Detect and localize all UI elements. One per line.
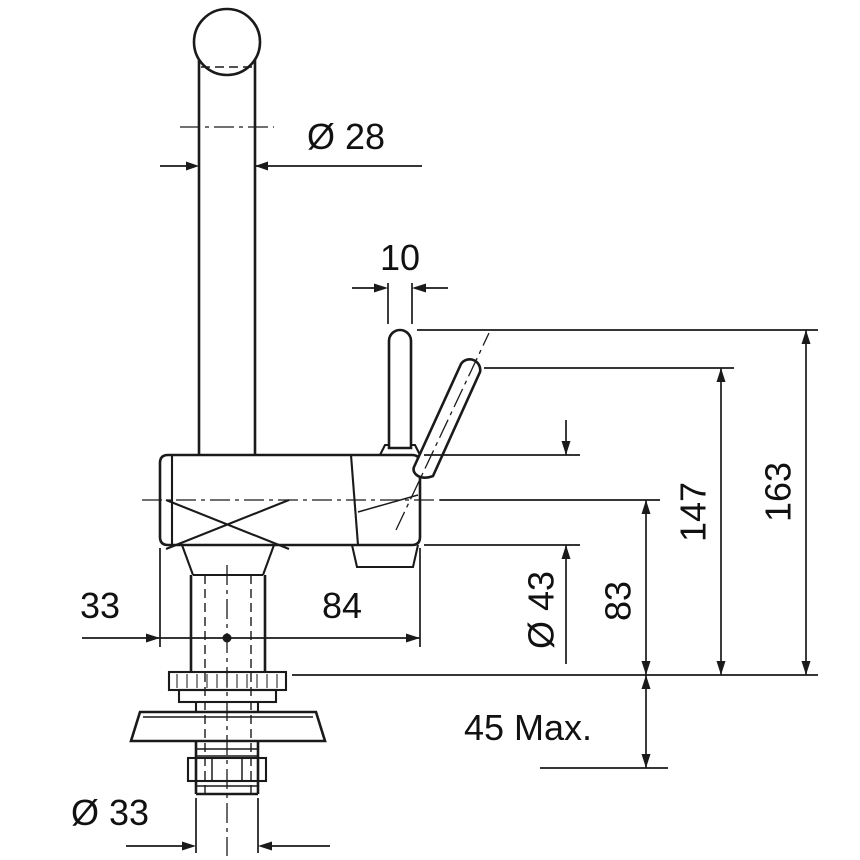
dim-label-lever-height: 147 bbox=[673, 482, 714, 542]
spray-head-skirt bbox=[350, 544, 420, 569]
cartridge-internal-line bbox=[357, 494, 419, 513]
spout-top-cap bbox=[192, 7, 262, 77]
neck-right bbox=[262, 544, 275, 576]
dim-body-diameter: Ø 43 bbox=[424, 420, 580, 664]
dim-lever-height: 147 bbox=[484, 367, 734, 675]
dim-total-height: 163 bbox=[417, 329, 818, 675]
mounting-nut bbox=[186, 756, 268, 783]
dim-offsets: 33 84 bbox=[80, 548, 421, 647]
lever-handle-angled bbox=[412, 358, 482, 479]
dim-spout-height: 83 bbox=[440, 499, 660, 675]
dim-hole-diameter: Ø 33 bbox=[71, 792, 330, 853]
dim-label-offset-front: 84 bbox=[322, 585, 362, 626]
dim-label-spout-diameter: Ø 28 bbox=[307, 116, 385, 157]
dim-shared-origin-dot bbox=[222, 633, 232, 643]
dim-label-deck-thickness: 45 Max. bbox=[464, 707, 592, 748]
dim-deck-thickness: 45 Max. bbox=[464, 675, 668, 769]
dim-label-hole-diameter: Ø 33 bbox=[71, 792, 149, 833]
dim-lever-width: 10 bbox=[352, 237, 448, 324]
mounting-flange bbox=[167, 670, 288, 712]
dim-label-offset-back: 33 bbox=[80, 585, 120, 626]
lever-axis-centerline bbox=[395, 332, 490, 531]
dim-label-spout-height: 83 bbox=[598, 581, 639, 621]
dim-spout-diameter: Ø 28 bbox=[160, 116, 422, 171]
dim-label-total-height: 163 bbox=[758, 462, 799, 522]
dim-label-lever-width: 10 bbox=[380, 237, 420, 278]
dim-label-body-diameter: Ø 43 bbox=[521, 571, 562, 649]
cone-cross-line-2 bbox=[165, 499, 290, 550]
faucet-outline bbox=[129, 7, 490, 856]
threaded-shank bbox=[186, 741, 268, 796]
escutcheon-plate bbox=[129, 710, 327, 743]
lever-handle-vertical bbox=[387, 328, 413, 450]
neck-left bbox=[181, 544, 194, 576]
